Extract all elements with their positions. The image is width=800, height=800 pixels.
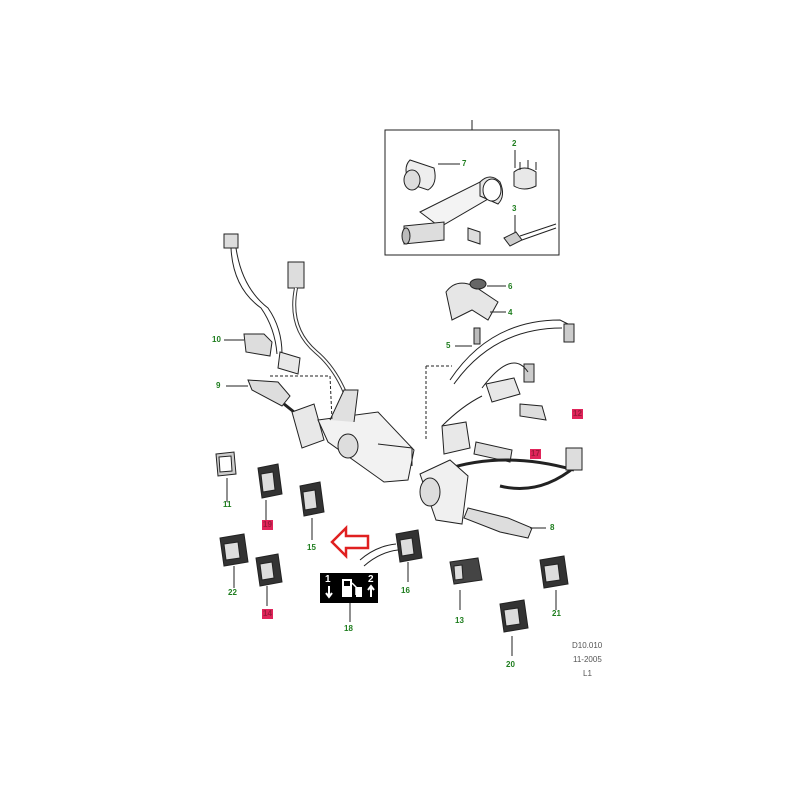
switch-16 [359, 529, 423, 582]
callout-14: 14 [262, 609, 273, 619]
lock-barrel [513, 160, 537, 190]
callout-16: 16 [401, 586, 410, 595]
switch-13 [449, 557, 483, 610]
switch-11 [215, 451, 237, 502]
callout-3: 3 [512, 204, 517, 213]
callout-8: 8 [550, 523, 555, 532]
callout-19: 19 [262, 520, 273, 530]
switch-22 [219, 533, 249, 588]
callout-18: 18 [344, 624, 353, 633]
callout-20: 20 [506, 660, 515, 669]
guide-lines [270, 365, 452, 440]
plug-10 [224, 333, 301, 375]
central-switch-body [291, 389, 415, 483]
callout-5: 5 [446, 341, 451, 350]
switch-19 [257, 463, 283, 520]
callout-15: 15 [307, 543, 316, 552]
reference-code: D10.010 [572, 641, 603, 650]
callout-7: 7 [462, 159, 467, 168]
callout-22: 22 [228, 588, 237, 597]
indicator-stalk-8 [463, 507, 546, 539]
highlight-arrow-icon [330, 524, 370, 560]
switch-14 [255, 553, 283, 606]
switch-20 [499, 599, 529, 656]
callout-11: 11 [223, 500, 232, 509]
wiring-harness-right [419, 319, 583, 525]
ignition-lock-assembly [401, 159, 504, 245]
fuel-number-left: 1 [325, 574, 331, 585]
callout-2: 2 [512, 139, 517, 148]
callout-4: 4 [508, 308, 513, 317]
callout-12: 12 [572, 409, 583, 419]
switch-15 [299, 481, 325, 540]
wiring-harness-left [223, 233, 354, 413]
callout-6: 6 [508, 282, 513, 291]
callout-9: 9 [216, 381, 221, 390]
key [503, 215, 557, 247]
callout-13: 13 [455, 616, 464, 625]
callout-10: 10 [212, 335, 221, 344]
callout-17: 17 [530, 449, 541, 459]
switch-cowl-bracket [445, 278, 506, 347]
callout-21: 21 [552, 609, 561, 618]
reference-level: L1 [583, 669, 592, 678]
switch-21 [539, 555, 569, 610]
fuel-pump-icon [325, 579, 375, 599]
fuel-number-right: 2 [368, 574, 374, 585]
reference-date: 11-2005 [573, 655, 602, 664]
fuel-filler-symbol: 1 2 [320, 573, 378, 603]
